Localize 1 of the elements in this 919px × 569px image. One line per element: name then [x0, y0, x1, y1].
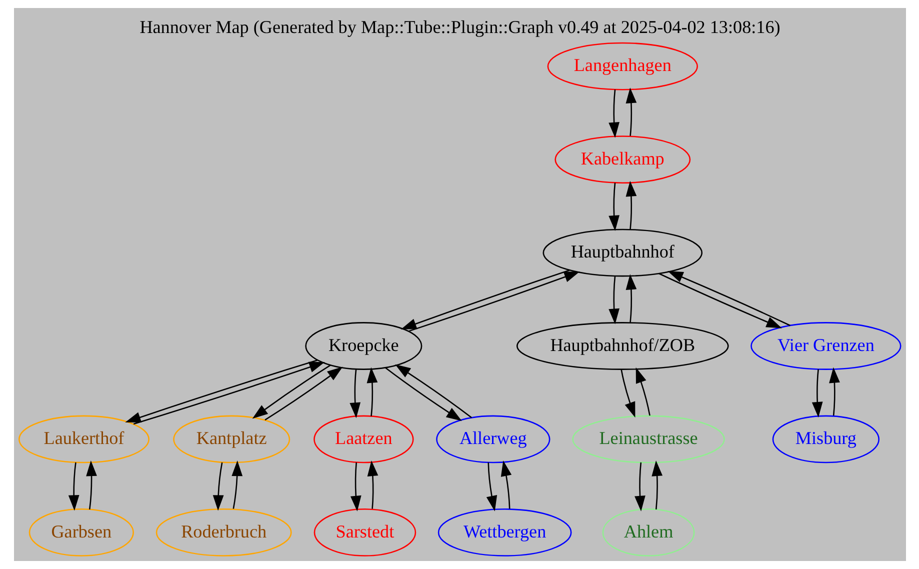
diagram-title: Hannover Map (Generated by Map::Tube::Plugin::Graph v0.49 at 2025-04-02 13:08:16) — [139, 16, 780, 37]
